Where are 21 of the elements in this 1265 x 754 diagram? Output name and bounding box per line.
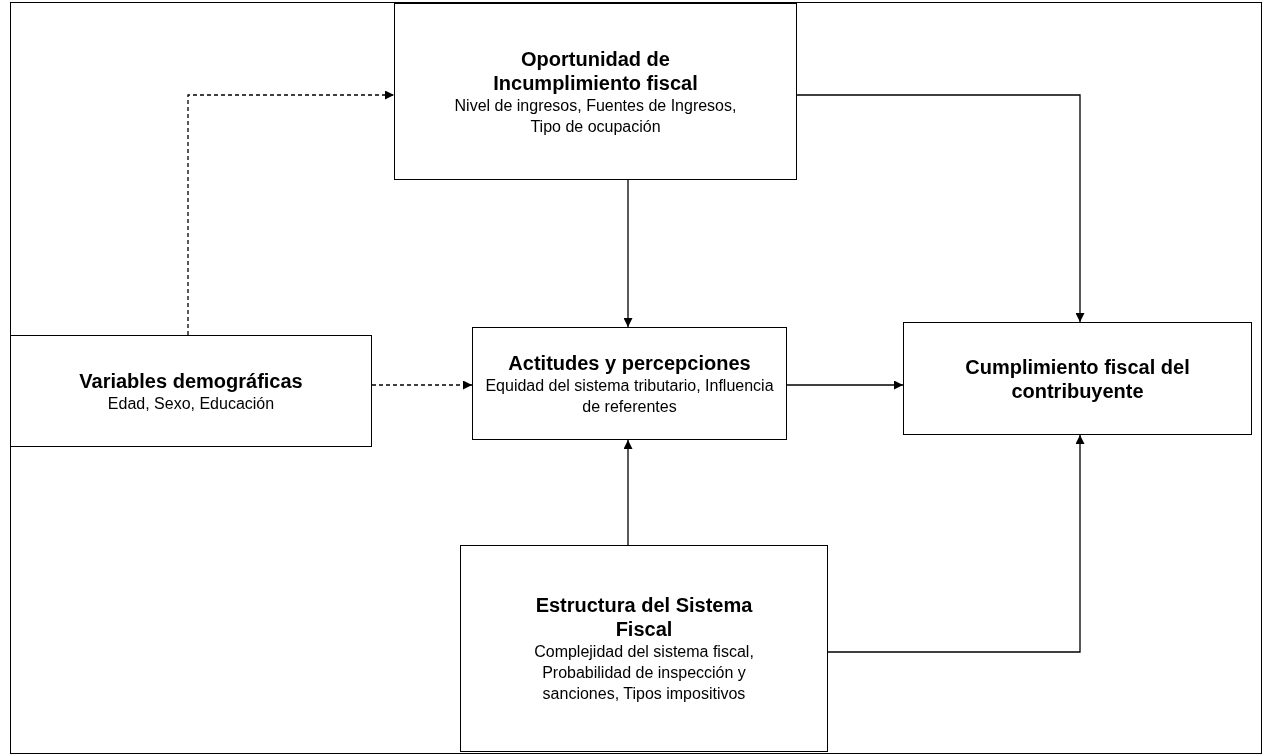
concept-box — [10, 335, 372, 447]
box-heading: Oportunidad de Incumplimiento fiscal — [492, 46, 699, 95]
concept-box — [460, 545, 828, 752]
concept-box — [903, 322, 1252, 435]
arrow — [827, 434, 1085, 653]
box-heading: Variables demográficas — [79, 368, 303, 393]
box-description: Nivel de ingresos, Fuentes de Ingresos, Tipo de ocupación — [453, 95, 738, 137]
box-description: Complejidad del sistema fiscal, Probabilidad de inspección y sanciones, Tipos impositivos — [533, 642, 755, 704]
box-heading: Cumplimiento fiscal del contribuyente — [964, 354, 1191, 403]
arrow — [187, 90, 395, 336]
arrow — [786, 380, 904, 390]
arrow — [623, 179, 633, 328]
concept-box — [472, 327, 787, 440]
box-heading: Actitudes y percepciones — [508, 350, 751, 375]
arrow — [796, 94, 1085, 323]
box-description: Edad, Sexo, Educación — [107, 393, 275, 414]
box-description: Equidad del sistema tributario, Influencia de referentes — [484, 375, 775, 417]
box-heading: Estructura del Sistema Fiscal — [534, 593, 754, 641]
concept-box — [394, 3, 797, 180]
arrow — [623, 439, 633, 546]
arrow — [371, 380, 473, 390]
